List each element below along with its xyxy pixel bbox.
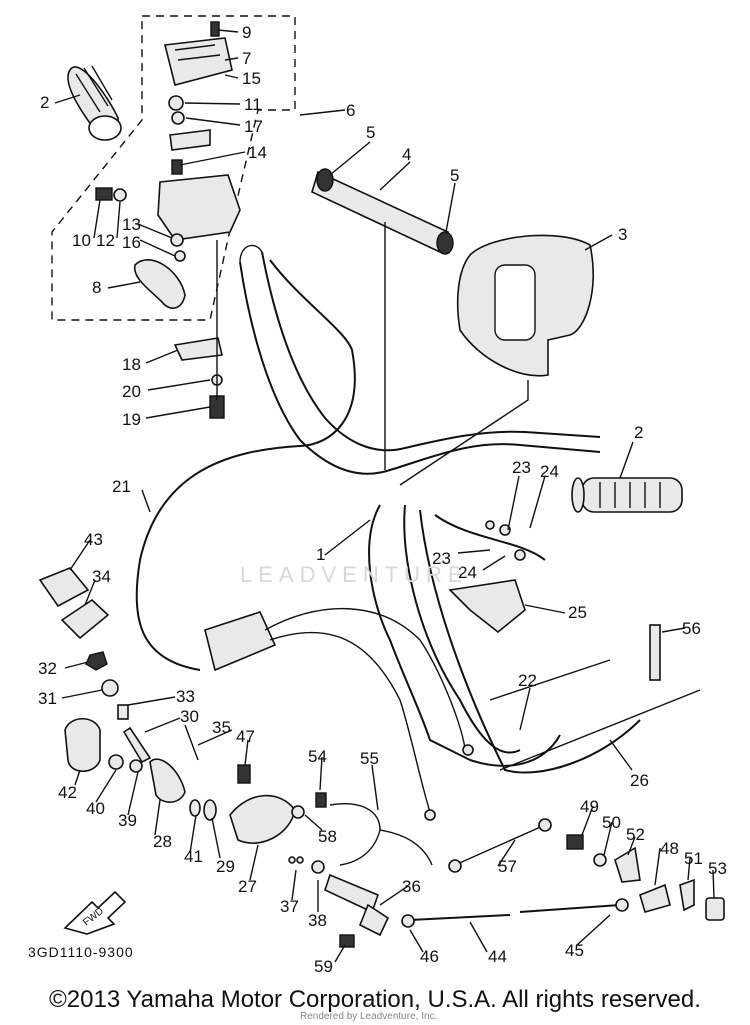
callout-21: 21 [112, 477, 131, 496]
right-grip [571, 477, 683, 513]
callout-30: 30 [180, 707, 199, 726]
callout-13: 13 [122, 215, 141, 234]
callout-47: 47 [236, 727, 255, 746]
callout-55: 55 [360, 749, 379, 768]
callout-2-grip-right: 2 [634, 423, 643, 442]
assembly-boundary [51, 15, 296, 321]
callout-7: 7 [242, 49, 251, 68]
callout-17: 17 [244, 117, 263, 136]
rendered-by-note: Rendered by Leadventure, Inc. [300, 1011, 438, 1022]
switch-upper [164, 21, 233, 175]
callout-8: 8 [92, 278, 101, 297]
callout-42: 42 [58, 783, 77, 802]
callout-24-lower: 24 [458, 563, 477, 582]
callout-16: 16 [122, 233, 141, 252]
callout-49: 49 [580, 797, 599, 816]
callout-50: 50 [602, 813, 621, 832]
callout-53: 53 [708, 859, 727, 878]
left-grip [67, 65, 122, 141]
callout-23-upper: 23 [512, 458, 531, 477]
callout-4: 4 [402, 145, 411, 164]
callout-1: 1 [316, 545, 325, 564]
callout-26: 26 [630, 771, 649, 790]
callout-11: 11 [244, 95, 262, 114]
callout-31: 31 [38, 689, 57, 708]
callout-59: 59 [314, 957, 333, 976]
forward-arrow: FWD [63, 890, 127, 935]
callout-27: 27 [238, 877, 257, 896]
throttle-tube [311, 168, 454, 255]
callout-6: 6 [346, 101, 355, 120]
handlebar [239, 244, 601, 475]
callout-12: 12 [96, 231, 115, 250]
callout-19: 19 [122, 410, 141, 429]
callout-23-lower: 23 [432, 549, 451, 568]
callout-52: 52 [626, 825, 645, 844]
callout-15: 15 [242, 69, 261, 88]
callout-34: 34 [92, 567, 111, 586]
callout-44: 44 [488, 947, 507, 966]
callout-43: 43 [84, 530, 103, 549]
callout-2-grip-left: 2 [40, 93, 49, 112]
callout-20: 20 [122, 382, 141, 401]
callout-5-upper: 5 [366, 123, 375, 142]
callout-41: 41 [184, 847, 203, 866]
callout-37: 37 [280, 897, 299, 916]
switch-lower [95, 174, 241, 419]
copyright-notice: ©2013 Yamaha Motor Corporation, U.S.A. A… [49, 986, 701, 1013]
shift-linkage [288, 520, 725, 948]
callout-28: 28 [153, 832, 172, 851]
callout-24-upper: 24 [540, 462, 559, 481]
lever-bracket [204, 608, 474, 821]
watermark: LEADVENTURE [240, 562, 469, 587]
callout-9: 9 [242, 23, 251, 42]
callout-54: 54 [308, 747, 327, 766]
callout-56: 56 [682, 619, 701, 638]
callout-29: 29 [216, 857, 235, 876]
leader-lines [54, 29, 715, 963]
callout-22: 22 [518, 671, 537, 690]
callout-51: 51 [684, 849, 703, 868]
callout-39: 39 [118, 811, 137, 830]
callout-35: 35 [212, 718, 231, 737]
callout-33: 33 [176, 687, 195, 706]
cables [135, 259, 701, 774]
lower-parts [38, 567, 433, 866]
callout-57: 57 [498, 857, 517, 876]
callout-40: 40 [86, 799, 105, 818]
callout-46: 46 [420, 947, 439, 966]
callout-48: 48 [660, 839, 679, 858]
callout-38: 38 [308, 911, 327, 930]
drawing-code: 3GD1110-9300 [28, 944, 134, 960]
callout-14: 14 [248, 143, 267, 162]
callout-25: 25 [568, 603, 587, 622]
callout-58: 58 [318, 827, 337, 846]
callout-45: 45 [565, 941, 584, 960]
callout-10: 10 [72, 231, 91, 250]
callout-36: 36 [402, 877, 421, 896]
callout-labels: 2 9 7 15 11 17 6 14 5 4 5 10 12 13 16 3 … [38, 23, 727, 976]
callout-18: 18 [122, 355, 141, 374]
callout-32: 32 [38, 659, 57, 678]
callout-5-lower: 5 [450, 166, 459, 185]
callout-3: 3 [618, 225, 627, 244]
cover-slot [494, 264, 536, 341]
